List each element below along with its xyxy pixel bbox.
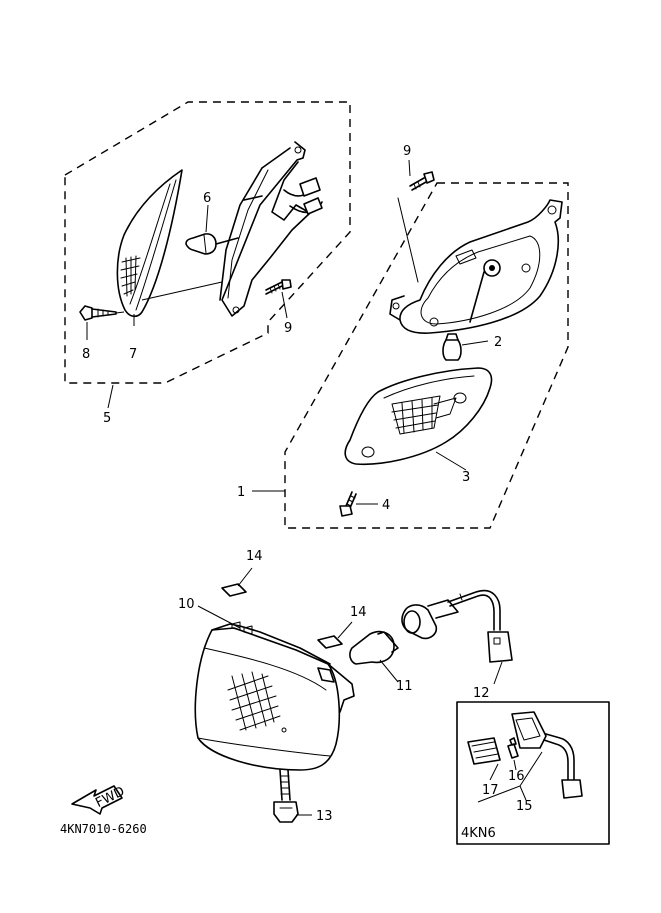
headlight-lens-grid: [227, 671, 281, 731]
label-16: 16: [508, 769, 525, 784]
screw-9-top: [409, 171, 435, 191]
label-8: 8: [82, 347, 90, 362]
flasher-assembly-1: [252, 159, 569, 529]
label-7: 7: [129, 347, 137, 362]
leader-9-top: [408, 159, 411, 177]
leader-2: [461, 340, 489, 346]
housing-15: [511, 711, 547, 749]
label-9-left: 9: [284, 321, 292, 336]
pad-14-left: [221, 583, 247, 597]
label-1: 1: [237, 485, 245, 500]
bulb-11: [349, 630, 399, 665]
label-2: 2: [494, 335, 502, 350]
label-5: 5: [103, 411, 111, 426]
leader-5: [107, 384, 114, 409]
bulb-2: [442, 333, 462, 361]
leader-6: [205, 204, 209, 233]
fwd-label: FWD: [93, 784, 127, 811]
screw-9-left: [265, 279, 292, 295]
leader-9-left: [281, 291, 288, 319]
bolt-13: [273, 769, 299, 823]
headlight-body: [194, 627, 341, 771]
leader-12: [493, 661, 503, 685]
lens-17: [467, 737, 501, 765]
screw-4: [339, 491, 357, 517]
socket-harness-12: [401, 589, 513, 663]
group-1-boundary: [284, 182, 569, 529]
bulb-6: [185, 233, 239, 255]
lens-3: [344, 367, 493, 466]
drawing-code: 4KN7010-6260: [60, 822, 147, 836]
inset-frame: [456, 701, 610, 845]
label-15: 15: [516, 799, 533, 814]
screw-8: [79, 305, 125, 321]
label-9-top: 9: [403, 144, 411, 159]
part-labels: 1 2 3 4 5 6 7 8 9 9 10 11 12 13 14 14 15…: [60, 144, 533, 841]
label-14-right: 14: [350, 605, 367, 620]
label-6: 6: [203, 191, 211, 206]
label-14-left: 14: [246, 549, 263, 564]
flasher-housing-2: [399, 199, 563, 334]
label-3: 3: [462, 470, 470, 485]
flasher-assembly-5: [64, 101, 351, 409]
label-13: 13: [316, 809, 333, 824]
leader-11: [379, 659, 399, 683]
label-11: 11: [396, 679, 413, 694]
leader-3: [435, 451, 467, 471]
label-10: 10: [178, 597, 195, 612]
inset-4kn6: [456, 701, 610, 845]
pad-14-right: [317, 635, 343, 649]
lens-grid: [120, 255, 141, 297]
lens-7: [116, 169, 183, 318]
flasher-housing: [219, 141, 323, 317]
group-5-boundary: [64, 101, 351, 384]
label-17: 17: [482, 783, 499, 798]
fwd-arrow-icon: FWD: [71, 784, 127, 815]
bulb-16: [507, 743, 519, 759]
headlight-assembly: [194, 567, 513, 823]
inset-label: 4KN6: [461, 826, 496, 841]
label-4: 4: [382, 498, 390, 513]
label-12: 12: [473, 686, 490, 701]
